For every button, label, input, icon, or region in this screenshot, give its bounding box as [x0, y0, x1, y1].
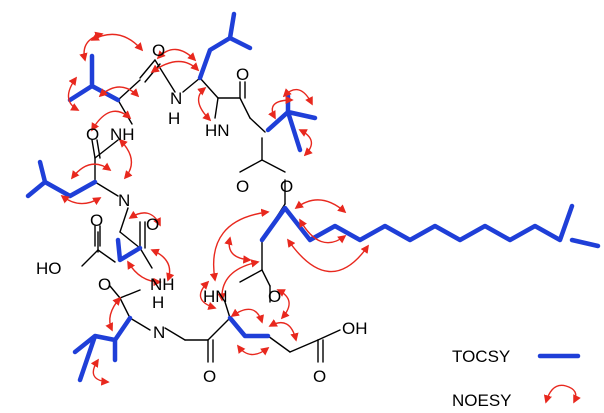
atom-o-ester: O: [280, 177, 293, 196]
atom-o-leu3: O: [86, 125, 99, 144]
legend-noesy-label: NOESY: [452, 391, 512, 410]
atom-ho-asp: HO: [36, 259, 62, 278]
atom-n-val: N: [153, 323, 165, 342]
atom-nh-asp2: NH: [150, 275, 175, 294]
red-double-arrow-icon: [543, 384, 581, 404]
atom-o-val: O: [98, 275, 111, 294]
atom-o-glu-amide: O: [268, 287, 281, 306]
atom-hn-glu: HN: [203, 287, 228, 306]
atom-o-glu: O: [203, 367, 216, 386]
atom-o-asp: O: [146, 215, 159, 234]
atom-o-leu1: O: [236, 65, 249, 84]
atom-o-glu-acid: O: [313, 367, 326, 386]
atom-o-ester-carbonyl: O: [236, 177, 249, 196]
atom-h-asp2: H: [152, 293, 164, 312]
atom-o-top: O: [152, 41, 165, 60]
noesy-arrows: [60, 31, 369, 386]
atom-n-asp: N: [118, 191, 130, 210]
atom-o-asp-acid: O: [90, 211, 103, 230]
atom-n-top: N: [170, 89, 182, 108]
skeleton-bonds: [81, 59, 341, 363]
atom-h-top: H: [168, 109, 180, 128]
tocsy-bonds: [25, 11, 601, 383]
legend: TOCSY NOESY: [452, 347, 581, 410]
legend-tocsy-label: TOCSY: [452, 347, 510, 366]
atom-labels: O N H O HN NH O O O N H O O HO NH H O N …: [36, 41, 368, 386]
atom-oh-glu: OH: [342, 319, 368, 338]
atom-hn-val2: HN: [205, 121, 230, 140]
atom-nh-leu3: NH: [110, 125, 135, 144]
